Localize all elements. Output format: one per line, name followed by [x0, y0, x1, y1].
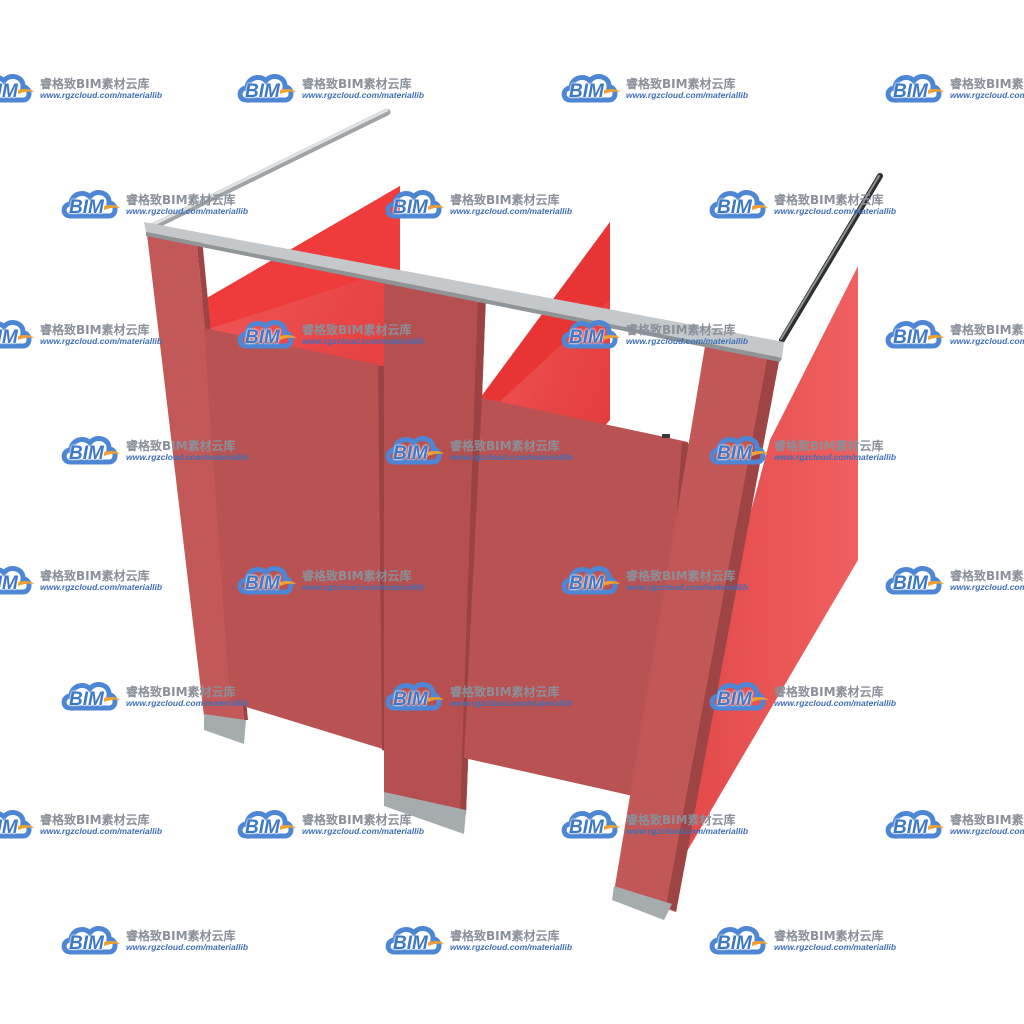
pilaster-right-edge [666, 354, 780, 912]
door-middle [464, 398, 688, 802]
divider-top-middle [482, 222, 610, 416]
door-left [204, 328, 386, 750]
door-latch [662, 434, 670, 438]
pilaster-shoe-middle [384, 792, 466, 834]
pilaster-middle [384, 280, 486, 814]
pilaster-middle-edge [460, 294, 486, 814]
pilaster-right [614, 340, 780, 912]
pilaster-left [146, 226, 244, 720]
headrail-left [146, 108, 391, 232]
headrail-front [144, 222, 784, 362]
side-panel-right [676, 266, 858, 870]
pilaster-shoe-left [204, 714, 246, 744]
headrail-right [779, 173, 883, 343]
pilaster-shoe-right [612, 886, 672, 920]
